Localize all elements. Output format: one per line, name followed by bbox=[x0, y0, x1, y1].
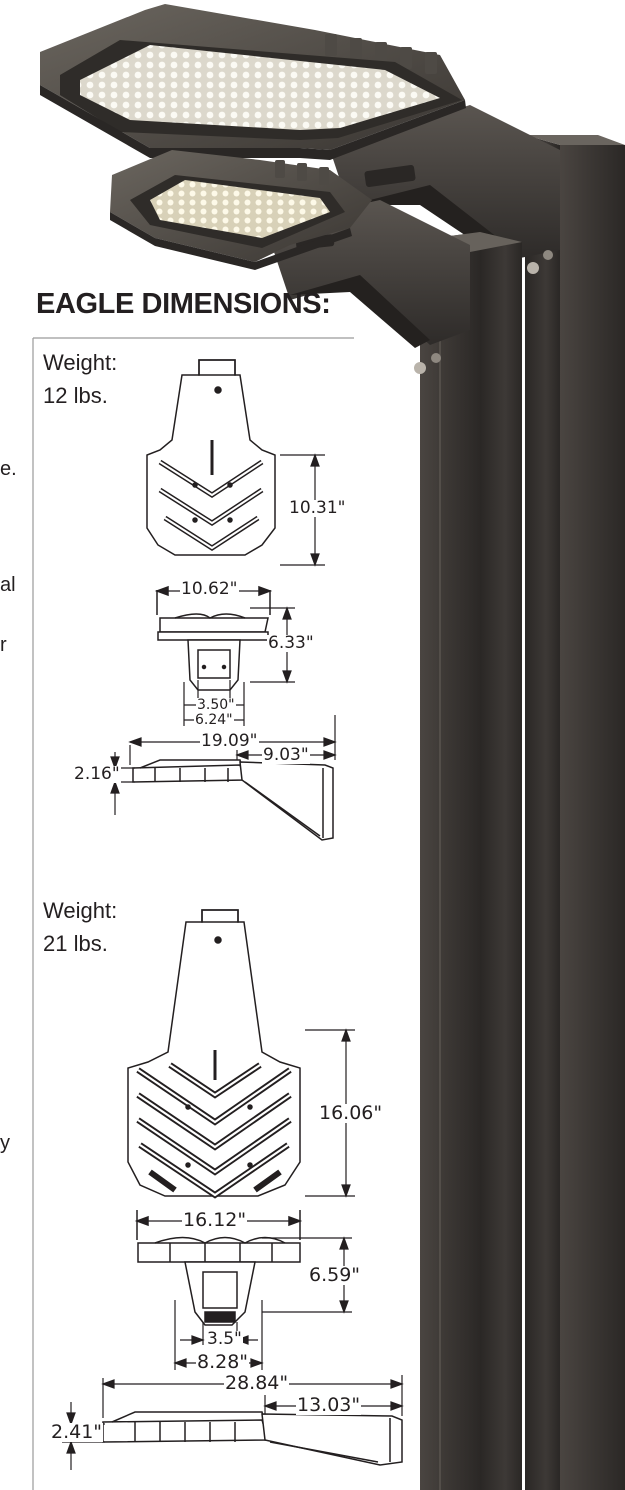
clipped-text-fragment: al bbox=[0, 574, 16, 596]
small-arm-outer-width-label: 6.24" bbox=[194, 712, 234, 728]
small-front-width-label: 10.62" bbox=[180, 579, 239, 599]
large-top-view-drawing bbox=[127, 909, 301, 1199]
large-fixture-photo bbox=[40, 4, 466, 160]
clipped-text-fragment: y bbox=[0, 1132, 10, 1154]
small-side-height-label: 2.16" bbox=[73, 764, 121, 784]
small-side-arm-length-label: 9.03" bbox=[262, 745, 310, 765]
large-front-height-label: 6.59" bbox=[308, 1264, 362, 1286]
small-weight-value: 12 lbs. bbox=[43, 383, 108, 408]
large-weight-value: 21 lbs. bbox=[43, 931, 108, 956]
small-front-height-dimension-line bbox=[250, 606, 295, 684]
large-weight-block: Weight: 21 lbs. bbox=[43, 894, 117, 960]
front-pole bbox=[420, 232, 522, 1490]
large-front-view-drawing bbox=[134, 1210, 303, 1326]
large-arm-inner-width-label: 3.5" bbox=[206, 1329, 243, 1349]
large-top-height-dimension-line bbox=[305, 1028, 355, 1198]
small-side-view-drawing bbox=[132, 759, 334, 841]
large-top-height-label: 16.06" bbox=[318, 1102, 384, 1124]
rear-pole bbox=[525, 135, 625, 1490]
clipped-text-fragment: r bbox=[0, 634, 7, 656]
large-weight-label: Weight: bbox=[43, 898, 118, 923]
small-weight-label: Weight: bbox=[43, 350, 118, 375]
small-arm-inner-width-label: 3.50" bbox=[196, 697, 236, 713]
small-side-length-label: 19.09" bbox=[200, 731, 259, 751]
small-weight-block: Weight: 12 lbs. bbox=[43, 346, 117, 412]
small-front-height-label: 6.33" bbox=[267, 633, 315, 653]
small-fixture-photo bbox=[110, 150, 372, 270]
small-front-view-drawing bbox=[154, 585, 273, 691]
large-side-arm-length-label: 13.03" bbox=[296, 1394, 362, 1416]
large-arm-outer-width-label: 8.28" bbox=[196, 1351, 250, 1373]
large-side-height-label: 2.41" bbox=[50, 1421, 104, 1443]
small-top-view-drawing bbox=[146, 359, 276, 556]
large-side-length-label: 28.84" bbox=[224, 1372, 290, 1394]
large-side-view-drawing bbox=[102, 1411, 403, 1466]
clipped-text-fragment: e. bbox=[0, 458, 17, 480]
large-front-width-label: 16.12" bbox=[182, 1209, 248, 1231]
dimensions-heading: EAGLE DIMENSIONS: bbox=[36, 288, 331, 320]
small-top-height-label: 10.31" bbox=[288, 498, 347, 518]
dimension-panel-frame bbox=[32, 337, 354, 1490]
